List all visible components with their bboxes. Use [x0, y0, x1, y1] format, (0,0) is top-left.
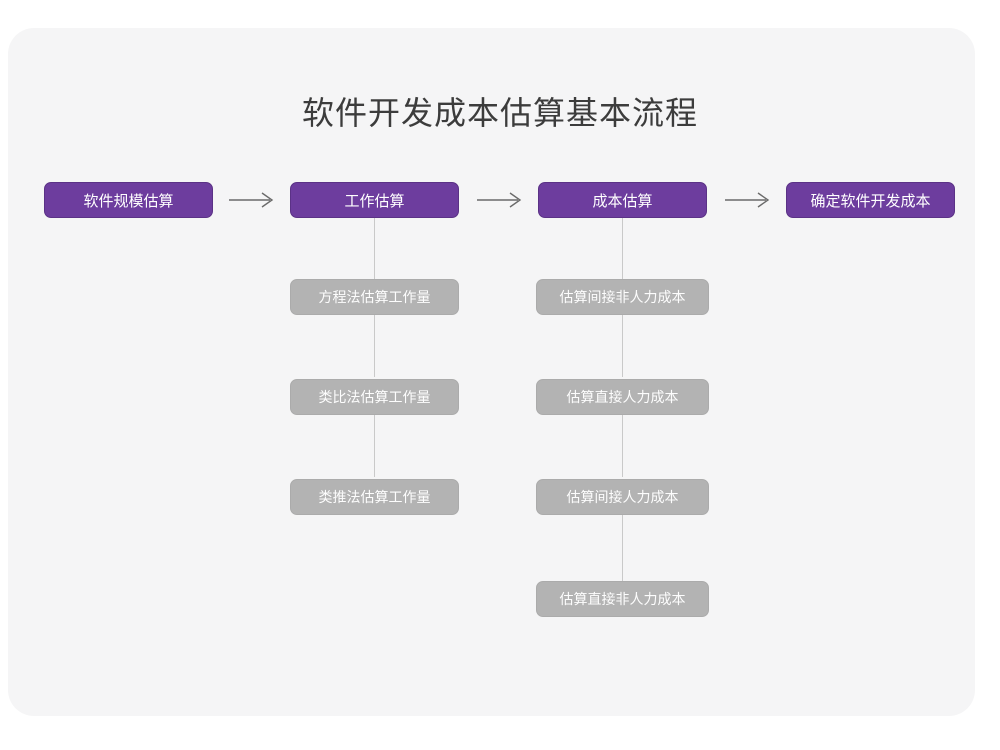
- connector-step3-to-b3-1: [622, 218, 623, 280]
- flow-node-b3-1[interactable]: 估算间接非人力成本: [536, 279, 709, 315]
- connector-b2-2-to-b2-3: [374, 415, 375, 477]
- flow-node-step-4[interactable]: 确定软件开发成本: [786, 182, 955, 218]
- flow-arrow-1-icon: [228, 190, 276, 210]
- flow-node-b2-3[interactable]: 类推法估算工作量: [290, 479, 459, 515]
- flow-node-step-3[interactable]: 成本估算: [538, 182, 707, 218]
- flow-node-b2-1[interactable]: 方程法估算工作量: [290, 279, 459, 315]
- flow-node-b2-2[interactable]: 类比法估算工作量: [290, 379, 459, 415]
- connector-step2-to-b2-1: [374, 218, 375, 280]
- flow-node-b3-4[interactable]: 估算直接非人力成本: [536, 581, 709, 617]
- connector-b3-1-to-b3-2: [622, 315, 623, 377]
- connector-b3-2-to-b3-3: [622, 415, 623, 477]
- page-title: 软件开发成本估算基本流程: [301, 95, 698, 131]
- flow-node-b3-2[interactable]: 估算直接人力成本: [536, 379, 709, 415]
- flow-arrow-2-icon: [476, 190, 524, 210]
- connector-b2-1-to-b2-2: [374, 315, 375, 377]
- diagram-panel: [8, 28, 975, 716]
- flow-node-step-2[interactable]: 工作估算: [290, 182, 459, 218]
- connector-b3-3-to-b3-4: [622, 515, 623, 581]
- flow-node-step-1[interactable]: 软件规模估算: [44, 182, 213, 218]
- flow-node-b3-3[interactable]: 估算间接人力成本: [536, 479, 709, 515]
- flow-arrow-3-icon: [724, 190, 772, 210]
